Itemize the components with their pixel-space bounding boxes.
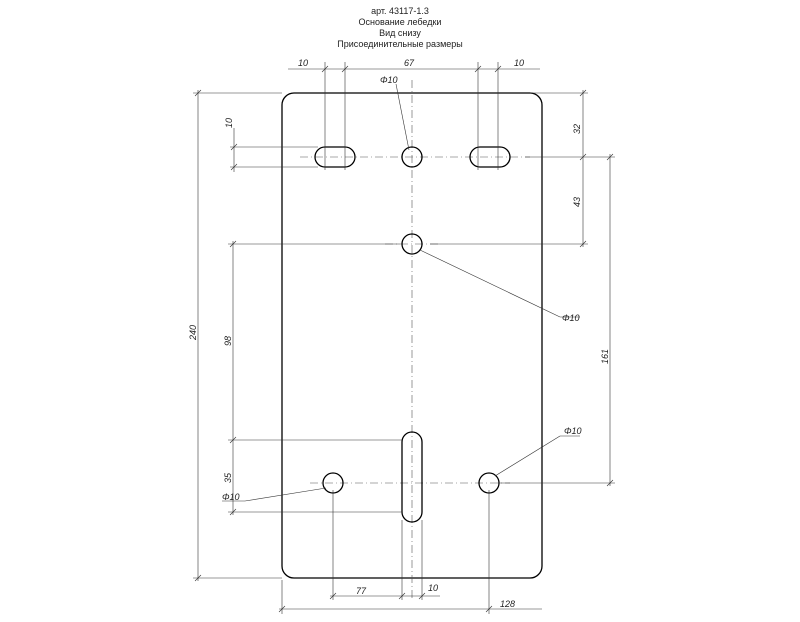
top-center-hole <box>401 146 423 168</box>
dim-hole-lower-left: Φ10 <box>222 492 240 502</box>
dim-right-161: 161 <box>600 349 610 364</box>
title-part-name: Основание лебедки <box>358 17 442 27</box>
dim-right-32: 32 <box>572 124 582 134</box>
overall-height-dimension <box>193 89 282 582</box>
dim-hole-center: Φ10 <box>562 313 580 323</box>
right-top-dimensions <box>430 89 615 248</box>
leader-top-hole <box>395 83 410 151</box>
title-description: Присоединительные размеры <box>337 39 463 49</box>
dim-bottom-10: 10 <box>428 583 438 593</box>
bottom-dimension-group <box>278 490 542 614</box>
left-35-dimension <box>228 508 402 516</box>
leader-center-hole <box>419 249 561 318</box>
dim-hole-lower-right: Φ10 <box>564 426 582 436</box>
left-10-dimension <box>230 128 318 172</box>
dim-left-10: 10 <box>224 118 234 128</box>
dim-overall-240: 240 <box>188 325 198 341</box>
dim-top-right-10: 10 <box>514 58 524 68</box>
title-view: Вид снизу <box>379 28 421 38</box>
leader-lower-right-hole <box>494 435 561 477</box>
vertical-slot <box>401 431 423 523</box>
dim-bottom-77: 77 <box>356 586 367 596</box>
top-right-slot <box>469 146 511 168</box>
dim-left-98: 98 <box>223 336 233 346</box>
top-left-slot <box>314 146 356 168</box>
right-161-dimension <box>498 153 615 487</box>
leader-lower-left-hole <box>244 487 327 502</box>
dim-top-left-10: 10 <box>298 58 308 68</box>
title-article: арт. 43117-1.3 <box>371 6 429 16</box>
dim-top-67: 67 <box>404 58 415 68</box>
dim-right-43: 43 <box>572 197 582 207</box>
center-hole <box>401 233 423 255</box>
dim-hole-top: Φ10 <box>380 75 398 85</box>
top-dimension-group <box>288 62 540 170</box>
dim-bottom-128: 128 <box>500 599 515 609</box>
dim-left-35: 35 <box>223 472 233 483</box>
left-98-dimension <box>228 240 402 515</box>
